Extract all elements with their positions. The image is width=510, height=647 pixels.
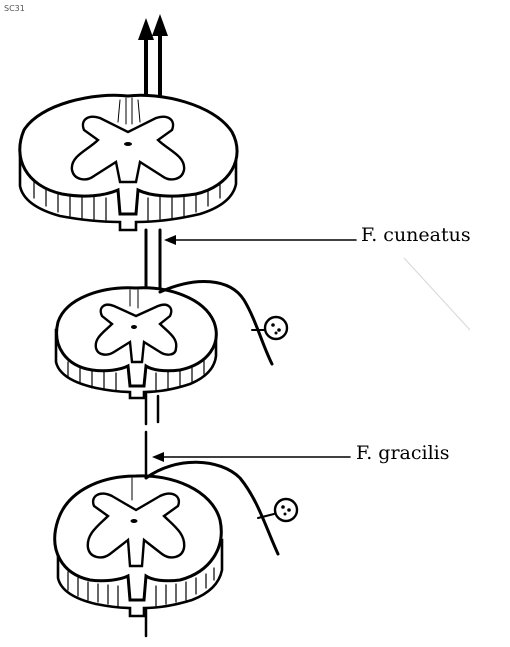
figure-id: SC31 xyxy=(4,4,25,13)
upper-dorsal-root xyxy=(158,280,289,366)
label-f-gracilis: F. gracilis xyxy=(356,442,450,464)
lower-dorsal-root xyxy=(144,460,299,556)
top-cord-section xyxy=(18,93,239,232)
bottom-cord-section xyxy=(53,474,224,618)
label-f-cuneatus: F. cuneatus xyxy=(361,224,471,246)
cuneatus-pointer xyxy=(164,235,357,245)
gracilis-pointer xyxy=(152,452,351,462)
middle-cord-section xyxy=(54,286,218,400)
ascending-arrows xyxy=(138,14,168,106)
